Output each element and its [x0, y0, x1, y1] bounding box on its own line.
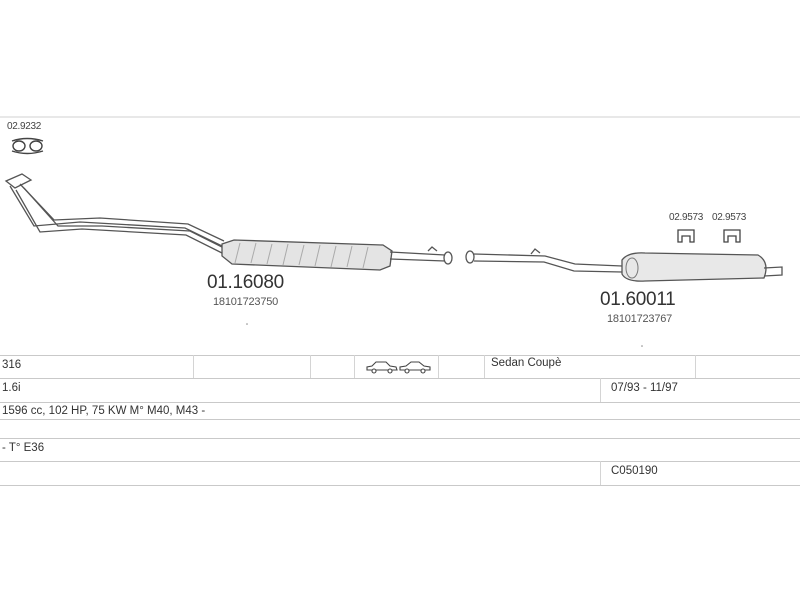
col-divider [193, 355, 194, 378]
col-divider [600, 378, 601, 402]
rear-silencer-drawing [621, 252, 783, 282]
col-divider [600, 461, 601, 485]
row-divider [0, 485, 800, 486]
hanger-part-number-2: 02.9573 [712, 212, 747, 223]
sedan-car-icon [366, 361, 398, 374]
hanger-part-number-1: 02.9573 [669, 212, 704, 223]
hanger-icon-2 [723, 229, 741, 243]
row-divider [0, 402, 800, 403]
front-pipe-part-number: 01.16080 [207, 272, 284, 293]
code-cell: C050190 [611, 465, 658, 477]
hanger-icon-1 [677, 229, 695, 243]
model-cell: 316 [2, 359, 22, 371]
spec-cell: 1596 cc, 102 HP, 75 KW M° M40, M43 - [2, 405, 206, 417]
production-cell: 07/93 - 11/97 [611, 382, 678, 394]
front-pipe-tail [389, 246, 453, 265]
row-divider [0, 378, 800, 379]
col-divider [695, 355, 696, 378]
type-cell: - T° E36 [2, 442, 45, 454]
col-divider [438, 355, 439, 378]
row-divider [0, 419, 800, 420]
row-divider [0, 355, 800, 356]
col-divider [310, 355, 311, 378]
front-pipe-oem-number: 18101723750 [213, 296, 279, 308]
row-divider [0, 438, 800, 439]
clamp-part-number: 02.9232 [7, 121, 42, 132]
front-silencer-drawing [221, 239, 393, 271]
col-divider [354, 355, 355, 378]
rear-silencer-oem-number: 18101723767 [607, 313, 673, 325]
body-type-cell: Sedan Coupè [491, 357, 562, 369]
front-pipe-drawing [4, 173, 225, 254]
rear-pipe-drawing [465, 248, 623, 273]
rear-silencer-part-number: 01.60011 [600, 289, 676, 310]
row-divider [0, 461, 800, 462]
engine-cell: 1.6i [2, 382, 21, 394]
col-divider [484, 355, 485, 378]
coupe-car-icon [399, 361, 431, 374]
clamp-icon [11, 137, 44, 155]
